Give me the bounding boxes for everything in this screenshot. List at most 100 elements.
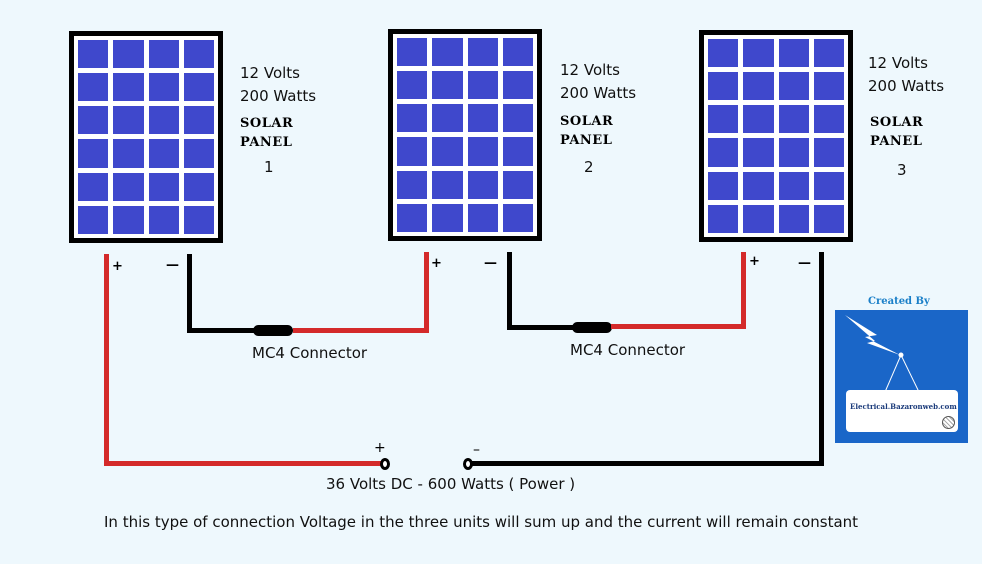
panel-2-minus: —: [484, 256, 497, 271]
solar-cell: [467, 71, 498, 100]
solar-cell: [113, 40, 144, 69]
solar-cell: [148, 139, 179, 168]
wire-panel3-positive: [741, 252, 746, 329]
panel-2-title-2: PANEL: [560, 133, 613, 148]
panel-1-power: 200 Watts: [240, 87, 317, 105]
solar-cell: [467, 137, 498, 166]
solar-cell: [467, 104, 498, 133]
solar-cell: [813, 105, 844, 134]
solar-cell: [743, 204, 774, 233]
lightning-icon: [845, 315, 920, 393]
solar-cell: [743, 138, 774, 167]
solar-cell: [397, 71, 428, 100]
solar-cell: [502, 170, 533, 199]
panel-3-voltage: 12 Volts: [868, 54, 928, 72]
wire-panel2-positive-h: [293, 328, 429, 333]
solar-cell: [397, 38, 428, 67]
solar-cell: [467, 203, 498, 232]
solar-cell: [467, 38, 498, 67]
solar-cell: [502, 71, 533, 100]
solar-cell: [113, 73, 144, 102]
solar-cell: [432, 38, 463, 67]
panel-1-title-2: PANEL: [240, 135, 293, 150]
solar-cell: [743, 72, 774, 101]
panel-cells: [397, 38, 533, 232]
wire-positive-main-vertical: [104, 254, 109, 466]
panel-2-power: 200 Watts: [560, 84, 637, 102]
solar-cell: [502, 203, 533, 232]
mc4-connector-1: [253, 325, 293, 336]
solar-cell: [78, 40, 109, 69]
panel-3-title-1: SOLAR: [870, 115, 924, 130]
panel-1-number: 1: [264, 158, 274, 176]
solar-cell: [113, 172, 144, 201]
panel-2-title-1: SOLAR: [560, 114, 614, 129]
wire-panel3-positive-h: [611, 324, 746, 329]
solar-cell: [502, 104, 533, 133]
solar-cell: [183, 205, 214, 234]
panel-2-voltage: 12 Volts: [560, 61, 620, 79]
mc4-connector-1-label: MC4 Connector: [252, 344, 368, 362]
solar-cell: [183, 106, 214, 135]
solar-cell: [397, 104, 428, 133]
solar-cell: [778, 72, 809, 101]
solar-cell: [743, 171, 774, 200]
panel-cells: [78, 40, 214, 234]
solar-panel-1: [69, 31, 223, 243]
wire-panel2-negative: [507, 252, 512, 330]
solar-cell: [432, 104, 463, 133]
solar-cell: [502, 137, 533, 166]
solar-cell: [813, 171, 844, 200]
solar-cell: [78, 106, 109, 135]
solar-panel-2: [388, 29, 542, 241]
panel-2-plus: +: [431, 256, 442, 271]
caption: In this type of connection Voltage in th…: [104, 513, 859, 531]
solar-cell: [397, 137, 428, 166]
solar-cell: [432, 137, 463, 166]
logo-site-text: Electrical.Bazaronweb.com: [850, 402, 957, 411]
solar-cell: [708, 39, 739, 68]
solar-cell: [78, 139, 109, 168]
solar-cell: [813, 204, 844, 233]
output-terminal-positive: [380, 458, 390, 470]
panel-3-power: 200 Watts: [868, 77, 945, 95]
solar-cell: [113, 205, 144, 234]
logo-banner: Electrical.Bazaronweb.com: [846, 390, 958, 432]
solar-cell: [397, 170, 428, 199]
solar-cell: [432, 71, 463, 100]
solar-cell: [397, 203, 428, 232]
solar-cell: [708, 105, 739, 134]
panel-1-title-1: SOLAR: [240, 116, 294, 131]
solar-cell: [743, 39, 774, 68]
solar-cell: [708, 138, 739, 167]
solar-cell: [148, 205, 179, 234]
solar-cell: [813, 39, 844, 68]
solar-cell: [148, 73, 179, 102]
solar-cell: [778, 171, 809, 200]
solar-cell: [708, 171, 739, 200]
output-terminal-negative: [463, 458, 473, 470]
panel-1-plus: +: [112, 259, 123, 274]
mc4-connector-2-label: MC4 Connector: [570, 341, 686, 359]
wire-negative-main-horizontal: [468, 461, 824, 466]
site-logo: Electrical.Bazaronweb.com: [835, 310, 968, 443]
panel-3-title-2: PANEL: [870, 134, 923, 149]
solar-cell: [183, 73, 214, 102]
solar-cell: [78, 73, 109, 102]
solar-cell: [502, 38, 533, 67]
solar-cell: [148, 106, 179, 135]
panel-1-voltage: 12 Volts: [240, 64, 300, 82]
output-label: 36 Volts DC - 600 Watts ( Power ): [326, 475, 576, 493]
solar-cell: [813, 138, 844, 167]
wire-panel1-negative: [187, 254, 192, 332]
panel-1-minus: —: [166, 258, 179, 273]
panel-cells: [708, 39, 844, 233]
wire-positive-main-horizontal: [104, 461, 382, 466]
wire-panel2-positive: [424, 252, 429, 333]
solar-cell: [432, 170, 463, 199]
solar-cell: [113, 106, 144, 135]
solar-cell: [813, 72, 844, 101]
solar-cell: [778, 138, 809, 167]
solar-cell: [183, 40, 214, 69]
panel-2-number: 2: [584, 158, 594, 176]
